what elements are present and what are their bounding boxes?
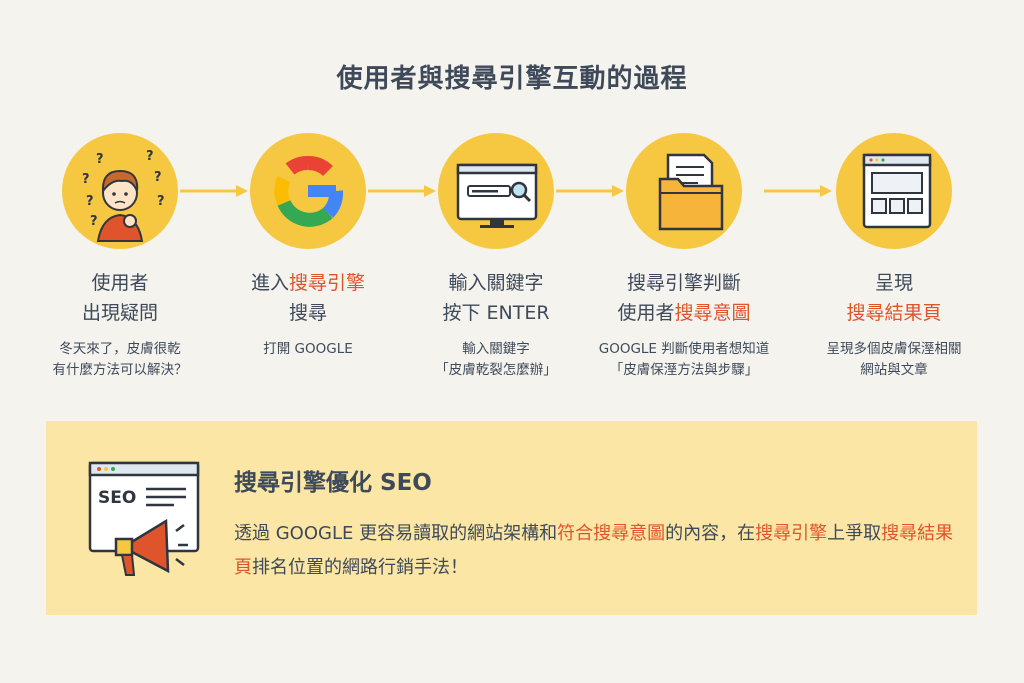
arrow-right-icon xyxy=(556,185,624,197)
step-5-desc: 呈現多個皮膚保溼相關 網站與文章 xyxy=(826,341,962,378)
arrow-right-icon xyxy=(764,185,832,197)
seo-description: 透過 GOOGLE 更容易讀取的網站架構和符合搜尋意圖的內容，在搜尋引擎上爭取搜… xyxy=(234,523,954,578)
step-2-circle xyxy=(250,133,366,249)
seo-definition-box: SEO 搜尋引擎優化 SEO 透過 GOOGLE 更容易讀取的網站架構和符合搜尋… xyxy=(46,421,977,615)
step-1-circle: ?? ?? ?? ? xyxy=(62,133,178,249)
step-2-desc: 打開 GOOGLE xyxy=(263,341,353,357)
browser-window-icon xyxy=(862,153,932,229)
step-5-title: 呈現 搜尋結果頁 xyxy=(846,272,942,324)
svg-text:?: ? xyxy=(90,214,98,229)
step-2-title: 進入搜尋引擎 搜尋 xyxy=(250,272,366,324)
svg-text:?: ? xyxy=(154,170,162,185)
step-4-circle xyxy=(626,133,742,249)
seo-title: 搜尋引擎優化 SEO xyxy=(234,470,432,496)
step-3-circle xyxy=(438,133,554,249)
monitor-search-icon xyxy=(456,163,538,228)
step-1-desc: 冬天來了，皮膚很乾 有什麼方法可以解決？ xyxy=(52,341,188,378)
step-1-title: 使用者 出現疑問 xyxy=(81,272,158,324)
arrow-right-icon xyxy=(180,185,248,197)
step-4-desc: GOOGLE 判斷使用者想知道 「皮膚保溼方法與步驟」 xyxy=(598,341,770,378)
arrow-right-icon xyxy=(368,185,436,197)
step-3-desc: 輸入關鍵字 「皮膚乾裂怎麼辦」 xyxy=(435,341,557,378)
step-5-circle xyxy=(836,133,952,249)
svg-text:?: ? xyxy=(96,152,104,167)
seo-icon-label: SEO xyxy=(98,488,136,508)
document-folder-icon xyxy=(658,153,724,231)
svg-text:?: ? xyxy=(146,149,154,164)
svg-text:?: ? xyxy=(157,194,165,209)
confused-person-icon: ?? ?? ?? ? xyxy=(82,149,165,242)
svg-text:?: ? xyxy=(86,194,94,209)
step-4-title: 搜尋引擎判斷 使用者搜尋意圖 xyxy=(617,272,751,324)
svg-text:?: ? xyxy=(82,172,90,187)
seo-megaphone-icon: SEO xyxy=(88,461,200,576)
step-3-title: 輸入關鍵字 按下 ENTER xyxy=(442,272,550,324)
google-logo-icon xyxy=(274,156,344,227)
page-title: 使用者與搜尋引擎互動的過程 xyxy=(336,64,688,94)
